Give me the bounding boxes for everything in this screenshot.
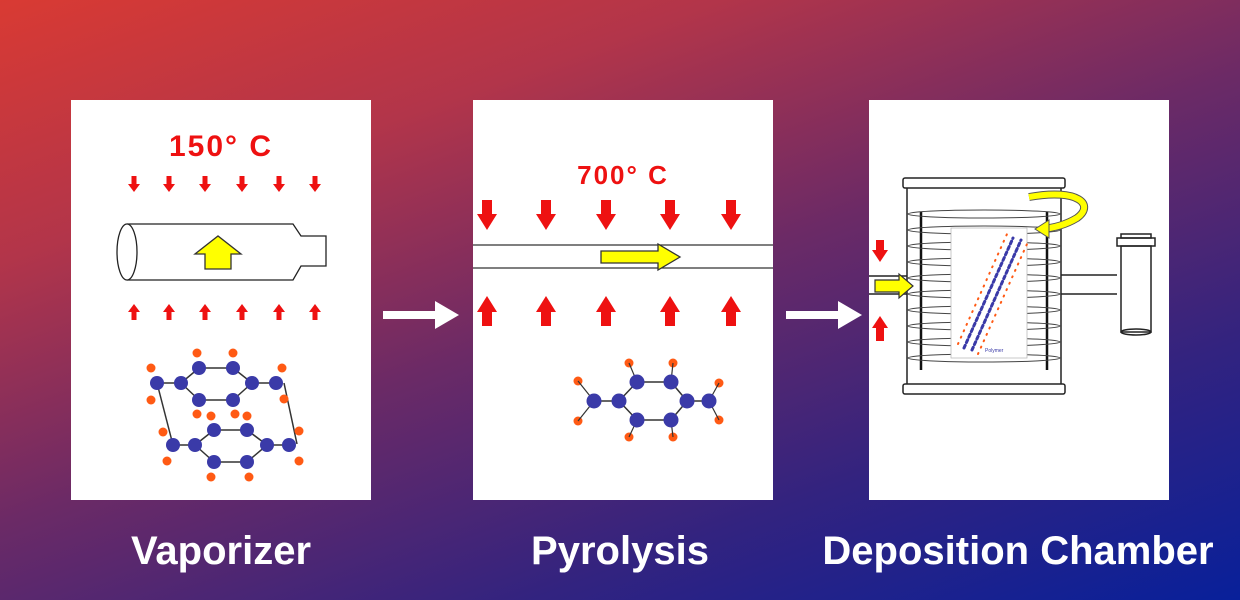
heat-arrow-icon xyxy=(721,200,741,230)
heat-arrow-icon xyxy=(596,296,616,326)
pyrolysis-heat-arrows-top xyxy=(477,200,741,230)
heat-arrow-icon xyxy=(477,200,497,230)
heat-arrow-icon xyxy=(199,176,211,192)
heat-arrow-icon xyxy=(236,176,248,192)
heat-arrow-icon xyxy=(128,304,140,320)
cold-trap xyxy=(1116,233,1156,336)
heat-arrow-icon xyxy=(236,304,248,320)
stage-label-pyrolysis: Pyrolysis xyxy=(531,529,709,573)
heat-arrow-icon xyxy=(536,296,556,326)
chamber-vessel xyxy=(869,177,1117,395)
flow-arrow-icon xyxy=(600,242,682,272)
rotation-arrow-icon xyxy=(1028,190,1089,239)
heat-arrow-icon xyxy=(660,296,680,326)
flow-arrow-icon xyxy=(874,272,914,300)
vaporizer-temperature: 150° C xyxy=(168,130,274,163)
heat-arrow-icon xyxy=(721,296,741,326)
process-arrow-icon xyxy=(383,301,459,329)
heat-arrow-icon xyxy=(273,304,285,320)
stage-label-vaporizer: Vaporizer xyxy=(130,529,312,573)
pyrolysis-tube xyxy=(473,244,773,269)
heat-arrow-icon xyxy=(872,240,888,262)
heat-arrow-icon xyxy=(660,200,680,230)
dimer-carbon-atoms xyxy=(150,361,296,469)
heat-arrow-icon xyxy=(309,304,321,320)
pyrolysis-heat-arrows-bottom xyxy=(477,296,741,326)
pyrolysis-panel: 700° C xyxy=(473,100,773,500)
heat-arrow-icon xyxy=(163,304,175,320)
dimer-hydrogen-atoms xyxy=(146,348,304,482)
process-arrow-icon xyxy=(786,301,862,329)
polymer-inset-label: Polymer xyxy=(985,348,1004,354)
heat-arrow-icon xyxy=(477,296,497,326)
vaporizer-tube xyxy=(116,223,327,281)
polymer-inset: Polymer xyxy=(950,227,1028,359)
monomer-carbon-atoms xyxy=(586,374,717,428)
pyrolysis-temperature: 700° C xyxy=(577,160,669,190)
heat-arrow-icon xyxy=(273,176,285,192)
vaporizer-heat-arrows-bottom xyxy=(128,304,321,320)
heat-arrow-icon xyxy=(872,316,888,341)
heat-arrow-icon xyxy=(596,200,616,230)
heat-arrow-icon xyxy=(163,176,175,192)
fixture-rods xyxy=(919,212,1049,370)
flow-arrow-icon xyxy=(193,235,243,270)
pyrolysis-diagram xyxy=(473,200,773,442)
vaporizer-diagram xyxy=(116,176,327,482)
heat-arrow-icon xyxy=(199,304,211,320)
deposition-chamber-diagram: Polymer xyxy=(869,177,1156,395)
vaporizer-panel: 150° C xyxy=(71,100,371,500)
stage-label-deposition-chamber: Deposition Chamber xyxy=(822,529,1214,573)
heat-arrow-icon xyxy=(536,200,556,230)
deposition-chamber-panel: Polymer xyxy=(869,100,1169,500)
vaporizer-heat-arrows-top xyxy=(128,176,321,192)
heat-arrow-icon xyxy=(128,176,140,192)
heat-arrow-icon xyxy=(309,176,321,192)
